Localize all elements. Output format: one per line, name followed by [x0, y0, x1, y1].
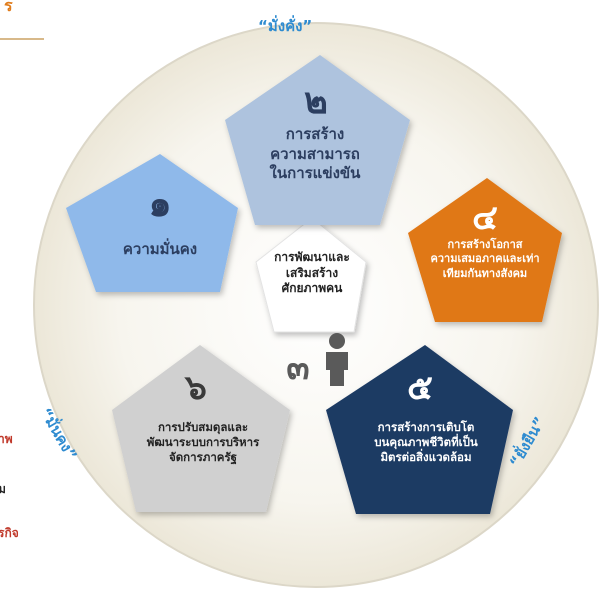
- side-text-fragment: รกิจ: [0, 526, 19, 540]
- strategy-2-title-line: ในการแข่งขัน: [269, 164, 361, 182]
- person-icon: [326, 333, 348, 386]
- center-number: ๓: [286, 348, 310, 388]
- strategy-5-title-line: มิตรต่อสิ่งแวดล้อม: [380, 449, 472, 464]
- strategy-1-title: ความมั่นคง: [90, 240, 230, 260]
- strategy-5-title: การสร้างการเติบโต บนคุณภาพชีวิตที่เป็น ม…: [346, 420, 506, 465]
- side-text-fragment: ม: [0, 482, 6, 496]
- center-title-line: การพัฒนาและ: [274, 250, 350, 264]
- header-underline: [0, 38, 44, 40]
- strategy-5-number: ๕: [407, 368, 433, 408]
- header-fragment: ร: [4, 0, 13, 15]
- strategy-5-title-line: การสร้างการเติบโต: [377, 420, 475, 434]
- strategy-6-title-line: พัฒนาระบบการบริหาร: [146, 434, 260, 449]
- strategy-6-title-line: จัดการภาครัฐ: [168, 449, 238, 464]
- strategy-4-pentagon: [408, 178, 562, 322]
- strategy-4-title: การสร้างโอกาส ความเสมอภาคและเท่า เทียมกั…: [410, 238, 560, 281]
- strategy-6-title: การปรับสมดุลและ พัฒนาระบบการบริหาร จัดกา…: [118, 420, 288, 465]
- strategy-6-number: ๖: [185, 368, 207, 408]
- strategy-4-title-line: เทียมกันทางสังคม: [442, 266, 528, 280]
- strategy-2-number: ๒: [304, 80, 328, 122]
- strategy-4-title-line: การสร้างโอกาส: [447, 238, 523, 251]
- strategy-1-pentagon: [66, 154, 238, 292]
- strategy-6-title-line: การปรับสมดุลและ: [157, 420, 249, 434]
- side-text-fragment: าพ: [0, 432, 13, 446]
- center-pentagon: [255, 217, 367, 333]
- strategy-1-number: ๑: [148, 183, 172, 225]
- strategy-5-pentagon: [326, 345, 513, 514]
- strategy-6-pentagon: [112, 345, 290, 512]
- strategy-2-title: การสร้าง ความสามารถ ในการแข่งขัน: [240, 125, 390, 184]
- strategy-2-pentagon: [225, 55, 410, 225]
- strategy-1-title-line: ความมั่นคง: [122, 240, 198, 258]
- strategy-2-title-line: การสร้าง: [285, 125, 345, 143]
- center-title-line: ศักยภาพคน: [281, 281, 343, 296]
- strategy-5-title-line: บนคุณภาพชีวิตที่เป็น: [374, 434, 478, 449]
- strategy-2-title-line: ความสามารถ: [270, 144, 360, 163]
- center-title-line: เสริมสร้าง: [285, 265, 339, 280]
- strategy-4-title-line: ความเสมอภาคและเท่า: [430, 252, 540, 266]
- center-title: การพัฒนาและ เสริมสร้าง ศักยภาพคน: [252, 250, 372, 297]
- motto-top: “มั่งคั่ง”: [258, 17, 313, 35]
- strategy-4-number: ๔: [472, 198, 498, 238]
